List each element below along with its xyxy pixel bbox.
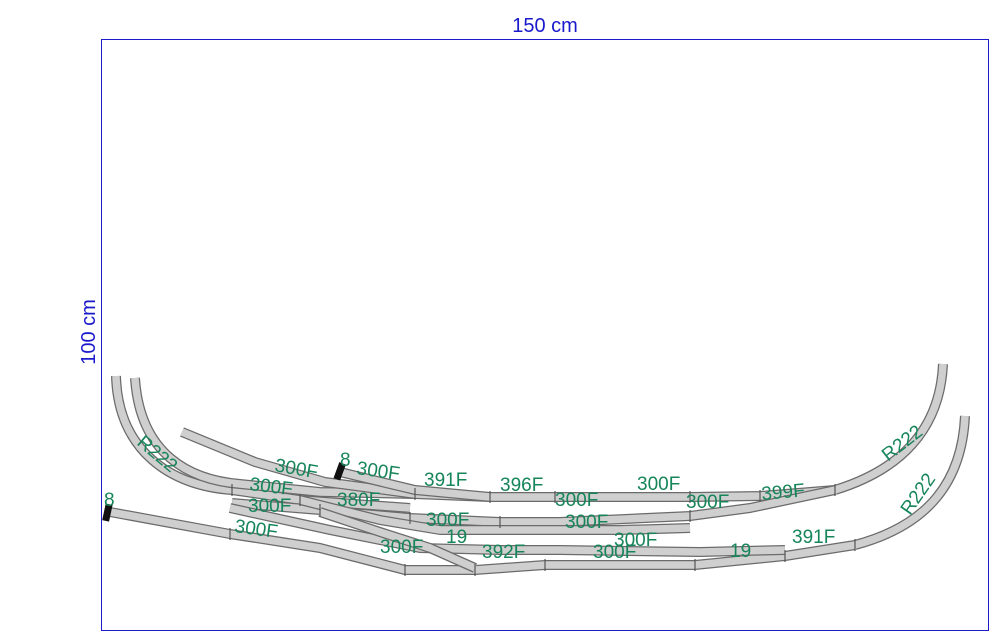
track-label: 300F bbox=[380, 537, 423, 558]
track-label: 392F bbox=[482, 542, 525, 563]
track-label: 399F bbox=[761, 480, 806, 505]
track-label: 391F bbox=[792, 527, 835, 548]
track-label: 8 bbox=[104, 490, 115, 511]
track-label: 380F bbox=[337, 490, 380, 511]
track-label: 300F bbox=[248, 496, 291, 517]
track-crossover bbox=[318, 507, 478, 573]
track-label: 396F bbox=[500, 475, 543, 496]
track-network bbox=[102, 363, 970, 576]
track-right-lower-curve bbox=[853, 415, 970, 550]
track-joints bbox=[229, 484, 856, 576]
track-label: 300F bbox=[637, 474, 680, 495]
track-label: 8 bbox=[340, 450, 351, 471]
track-label: 300F bbox=[248, 474, 294, 500]
track-lower-middle-line bbox=[298, 495, 691, 535]
track-lower-branch bbox=[228, 503, 786, 557]
buffer-stop-left bbox=[102, 503, 113, 522]
buffer-stop-top bbox=[333, 462, 346, 481]
board-outline bbox=[101, 39, 989, 631]
board-width-label: 150 cm bbox=[512, 15, 578, 37]
track-inner-left-curve bbox=[130, 377, 416, 499]
track-right-upper-curve bbox=[833, 363, 948, 495]
track-label: 391F bbox=[424, 470, 467, 491]
track-label: 300F bbox=[555, 490, 598, 511]
track-label: 300F bbox=[686, 492, 729, 513]
track-label: 300F bbox=[593, 542, 636, 563]
track-label: 300F bbox=[565, 512, 608, 533]
track-label: 19 bbox=[446, 527, 467, 548]
track-label: 19 bbox=[730, 541, 751, 562]
track-label: 300F bbox=[426, 510, 469, 531]
track-label: 300F bbox=[614, 530, 657, 551]
board-height-label: 100 cm bbox=[78, 299, 100, 365]
track-outer-left-curve bbox=[111, 375, 411, 513]
